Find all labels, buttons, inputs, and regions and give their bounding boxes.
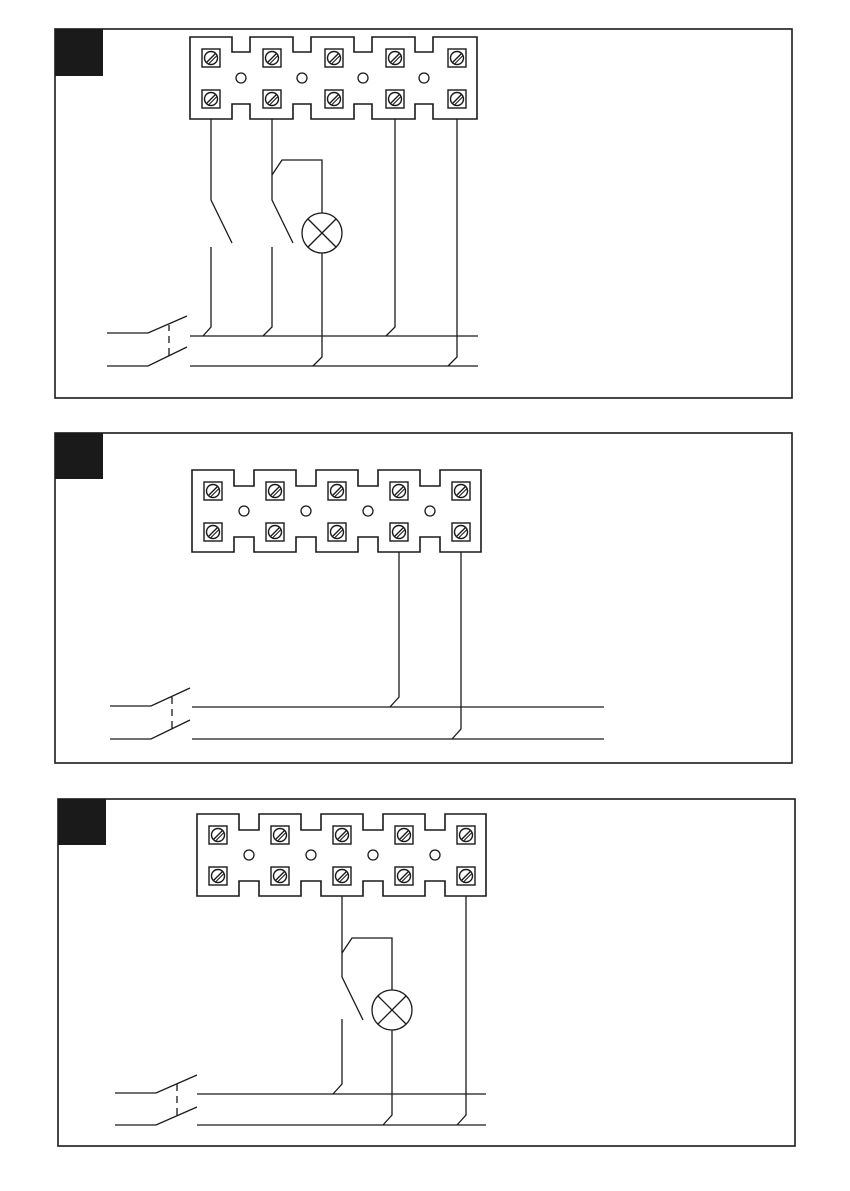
- screw-icon: [271, 826, 289, 844]
- switch-1: [211, 119, 232, 243]
- wire: [263, 247, 272, 336]
- screw-icon: [448, 90, 466, 108]
- wire: [333, 1019, 342, 1094]
- wire: [203, 247, 211, 336]
- screw-icon: [266, 482, 284, 500]
- wire: [383, 1030, 392, 1125]
- screw-icon: [263, 49, 281, 67]
- link-hole: [363, 506, 373, 516]
- panel-frame: [55, 29, 792, 398]
- screw-icon: [328, 482, 346, 500]
- link-hole: [301, 506, 311, 516]
- screw-icon: [328, 523, 346, 541]
- main-switch: [115, 1075, 197, 1125]
- screw-icon: [390, 523, 408, 541]
- screw-icon: [204, 523, 222, 541]
- panel-3: [58, 799, 795, 1146]
- wires: [107, 119, 478, 366]
- wire: [342, 938, 392, 990]
- screw-icon: [263, 90, 281, 108]
- screw-icon: [395, 826, 413, 844]
- screw-icon: [202, 90, 220, 108]
- main-switch: [107, 316, 187, 366]
- screw-icon: [457, 826, 475, 844]
- link-hole: [306, 850, 316, 860]
- link-hole: [368, 850, 378, 860]
- wire: [313, 253, 322, 366]
- terminal-block: [190, 37, 477, 119]
- panel-marker: [58, 799, 106, 845]
- wires: [110, 552, 604, 739]
- screw-icon: [457, 867, 475, 885]
- wire: [272, 160, 322, 213]
- screw-icon: [266, 523, 284, 541]
- switch-1: [342, 896, 363, 1020]
- screw-icon: [386, 90, 404, 108]
- wire: [457, 896, 466, 1125]
- screw-icon: [333, 867, 351, 885]
- screw-icon: [452, 523, 470, 541]
- panel-marker: [55, 29, 103, 76]
- link-hole: [358, 73, 368, 83]
- screw-icon: [204, 482, 222, 500]
- screw-icon: [395, 867, 413, 885]
- screw-icon: [386, 49, 404, 67]
- screw-icon: [448, 49, 466, 67]
- screw-icon: [325, 49, 343, 67]
- panel-marker: [55, 433, 103, 479]
- panel-1: [55, 29, 792, 398]
- wire: [452, 552, 461, 739]
- link-hole: [297, 73, 307, 83]
- wire: [448, 119, 457, 366]
- link-hole: [419, 73, 429, 83]
- terminal-block: [197, 814, 486, 896]
- panel-frame: [55, 433, 792, 763]
- screw-icon: [209, 826, 227, 844]
- screw-icon: [452, 482, 470, 500]
- panel-2: [55, 433, 792, 763]
- switch-2: [272, 119, 293, 243]
- link-hole: [239, 506, 249, 516]
- screw-icon: [202, 49, 220, 67]
- link-hole: [236, 73, 246, 83]
- link-hole: [244, 850, 254, 860]
- screw-icon: [209, 867, 227, 885]
- screw-icon: [325, 90, 343, 108]
- screw-icon: [390, 482, 408, 500]
- screw-icon: [333, 826, 351, 844]
- wire: [390, 552, 399, 707]
- wire: [386, 119, 395, 336]
- link-hole: [425, 506, 435, 516]
- main-switch: [110, 688, 190, 739]
- link-hole: [430, 850, 440, 860]
- terminal-block: [192, 470, 481, 552]
- wires: [115, 896, 486, 1125]
- screw-icon: [271, 867, 289, 885]
